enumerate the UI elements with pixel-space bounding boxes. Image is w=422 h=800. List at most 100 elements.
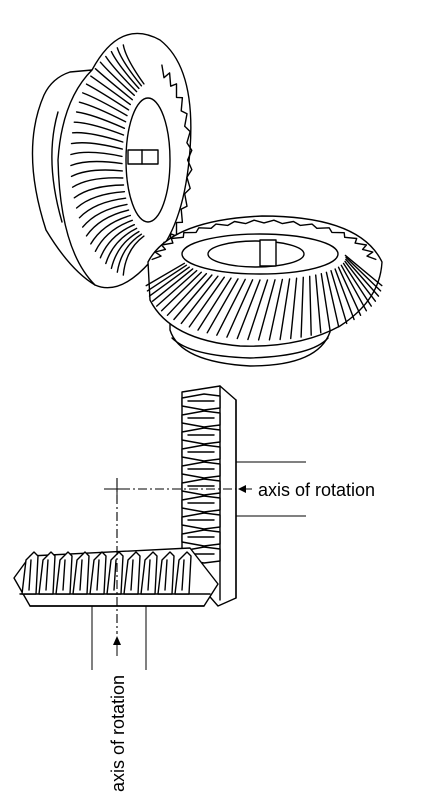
tooth	[342, 262, 372, 307]
tooth	[78, 101, 127, 123]
tooth-line	[62, 559, 66, 591]
tooth-line	[28, 559, 32, 591]
tooth	[173, 274, 213, 321]
right-gear-teeth	[145, 219, 383, 341]
tooth	[70, 160, 123, 167]
tooth	[181, 393, 221, 411]
tooth	[94, 219, 133, 252]
tooth-crest	[151, 219, 377, 261]
right-gear-bore	[207, 240, 305, 268]
tooth	[340, 264, 368, 312]
tooth	[145, 262, 186, 287]
tooth	[122, 44, 145, 85]
tooth	[71, 177, 124, 188]
tooth	[148, 266, 190, 297]
tooth-line	[45, 559, 49, 591]
tooth	[156, 269, 198, 307]
tooth	[257, 279, 276, 341]
tooth	[160, 271, 202, 312]
left-bevel-gear	[31, 32, 193, 289]
tooth	[75, 111, 126, 129]
tooth-line	[113, 559, 117, 591]
tooth	[206, 278, 239, 334]
tooth	[197, 277, 232, 331]
axis-intersection-mark	[110, 482, 124, 496]
tooth	[330, 270, 348, 325]
tooth	[300, 276, 304, 338]
tooth	[181, 495, 221, 513]
horizontal-axis-label: axis of rotation	[258, 480, 375, 500]
tooth-line	[96, 559, 100, 591]
perspective-gear-pair	[31, 32, 383, 367]
tooth	[82, 203, 128, 228]
tooth	[116, 233, 143, 273]
tooth	[82, 92, 128, 117]
tooth	[247, 279, 269, 341]
tooth	[181, 461, 221, 479]
tooth	[181, 427, 221, 445]
tooth	[181, 529, 221, 547]
tooth	[70, 142, 123, 150]
tooth	[90, 214, 131, 245]
tooth	[99, 224, 135, 259]
tooth	[334, 268, 355, 321]
tooth	[73, 184, 125, 199]
tooth	[188, 276, 225, 328]
tooth	[345, 258, 380, 297]
right-bevel-gear	[145, 215, 383, 367]
horizontal-gear-section	[13, 547, 219, 607]
left-gear-keyway	[127, 149, 159, 165]
tooth	[279, 278, 291, 341]
tooth	[71, 131, 124, 143]
tooth	[181, 512, 221, 530]
tooth	[105, 227, 138, 265]
tooth-line	[164, 559, 168, 591]
tooth	[105, 55, 138, 93]
tooth	[110, 50, 140, 90]
tooth	[337, 266, 362, 316]
tooth	[166, 272, 208, 316]
tooth	[122, 235, 145, 276]
tooth	[73, 121, 125, 136]
tooth	[116, 47, 143, 87]
tooth	[320, 273, 331, 331]
right-gear-keyway	[259, 239, 277, 267]
tooth-crest	[161, 64, 193, 256]
vertical-axis-label: axis of rotation	[108, 675, 128, 792]
tooth	[181, 478, 221, 496]
tooth-line	[147, 559, 151, 591]
tooth	[94, 68, 133, 101]
tooth	[344, 254, 383, 287]
tooth	[180, 275, 219, 325]
tooth	[146, 264, 188, 292]
tooth	[70, 169, 123, 178]
tooth	[315, 274, 322, 334]
tooth	[226, 279, 254, 338]
tooth-line	[181, 559, 185, 591]
tooth	[181, 444, 221, 462]
tooth	[290, 277, 298, 340]
tooth	[75, 191, 126, 209]
vertical-axis-arrowhead	[113, 636, 121, 645]
tooth	[85, 209, 130, 237]
tooth	[151, 268, 194, 302]
tooth	[78, 197, 127, 219]
tooth-line	[130, 559, 134, 591]
tooth	[216, 278, 246, 336]
tooth	[325, 271, 340, 328]
tooth	[345, 256, 382, 292]
tooth	[90, 75, 131, 106]
tooth	[70, 151, 123, 158]
horizontal-axis-arrowhead	[238, 485, 246, 493]
tooth	[110, 230, 140, 270]
tooth	[99, 61, 135, 96]
tooth	[236, 279, 261, 340]
meshing-section-view: axis of rotation axis of rotation	[13, 385, 375, 792]
left-gear-teeth	[70, 44, 193, 276]
tooth	[309, 275, 312, 336]
tooth	[85, 83, 130, 111]
tooth	[268, 278, 284, 341]
tooth	[344, 260, 377, 302]
tooth-line	[79, 559, 83, 591]
